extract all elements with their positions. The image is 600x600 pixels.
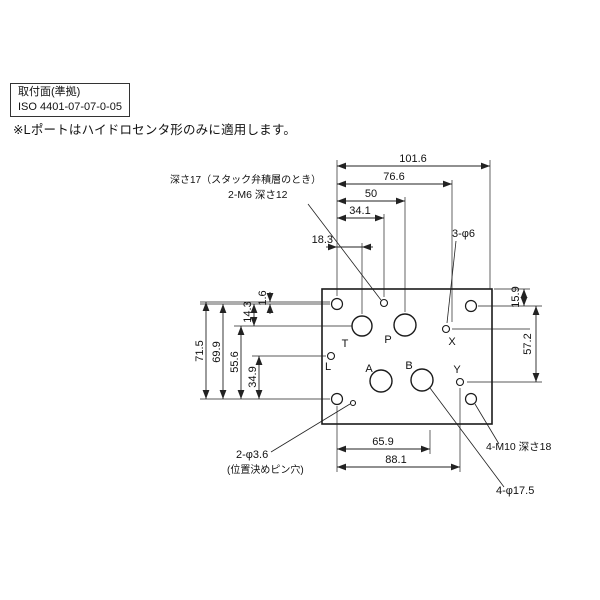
bolt-hole-top-right [464,299,478,313]
dimension-lines [202,162,540,471]
bolt-hole-bottom-left [330,392,344,406]
port-y-hole [455,377,465,387]
spec-box-standard: ISO 4401-07-07-0-05 [18,100,122,113]
callout-3-phi6: 3-φ6 [452,228,475,240]
port-t-label: T [342,338,349,350]
dim-1-6: 1.6 [257,290,269,305]
port-x-hole [441,324,451,334]
port-a-label: A [365,363,373,375]
port-l-label: L [325,361,331,373]
note-text: ※Lポートはハイドロセンタ形のみに適用します。 [13,123,297,137]
bolt-hole-bottom-right [464,392,478,406]
port-a-hole [369,369,393,393]
port-p-label: P [384,334,391,346]
callout-2-m6: 2-M6 深さ12 [228,189,288,201]
dim-69-9: 69.9 [211,341,223,362]
port-y-label: Y [453,364,461,376]
dim-34-1: 34.1 [349,205,370,217]
valve-body-outline [321,288,493,425]
port-t-hole [351,315,373,337]
dim-65-9: 65.9 [372,436,393,448]
extension-lines [200,160,542,472]
dim-57-2: 57.2 [522,333,534,354]
callout-pin-line1: 2-φ3.6 [236,449,268,461]
dim-76-6: 76.6 [383,171,404,183]
spec-box: 取付面(準拠) ISO 4401-07-07-0-05 [10,83,130,118]
callout-depth17: 深さ17（スタック弁積層のとき） [170,173,321,186]
port-b-label: B [405,360,412,372]
port-b-hole [410,368,434,392]
port-x-label: X [448,336,456,348]
dim-18-3: 18.3 [312,234,333,246]
dim-34-9: 34.9 [247,366,259,387]
port-p-hole [393,313,417,337]
callout-pin-line2: (位置決めピン穴) [227,463,304,476]
leader-lines [270,203,505,488]
callout-4-phi17-5: 4-φ17.5 [496,485,534,497]
dim-71-5: 71.5 [194,340,206,361]
dim-55-6: 55.6 [229,351,241,372]
dim-15-9: 15.9 [510,286,522,307]
dim-101-6: 101.6 [399,153,427,165]
bolt-hole-top-left [330,297,344,311]
dim-88-1: 88.1 [385,454,406,466]
port-l-hole [326,351,336,361]
dim-14-3: 14.3 [242,301,254,322]
spec-box-title: 取付面(準拠) [18,86,81,98]
callout-4-m10: 4-M10 深さ18 [486,441,552,453]
locating-pin-hole [349,399,357,407]
dim-50: 50 [365,188,377,200]
m6-hole [379,298,389,308]
